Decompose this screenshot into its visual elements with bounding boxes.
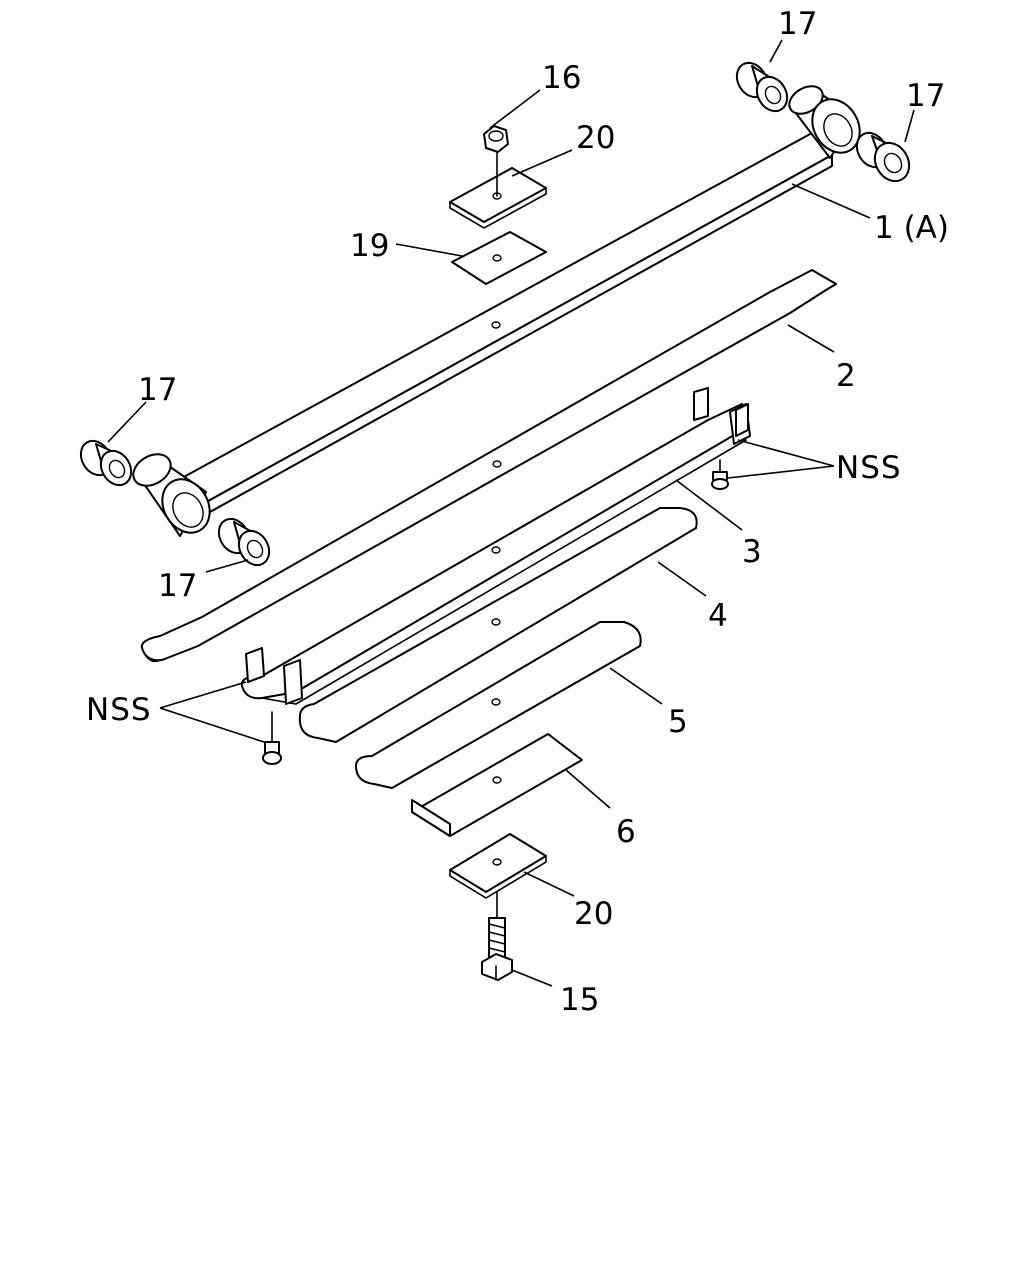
- leaf-part-6[interactable]: [411, 733, 583, 837]
- nut-part-16[interactable]: [483, 125, 509, 197]
- callout-17-top: 17: [778, 6, 817, 42]
- bushing-part-17-left[interactable]: [75, 435, 137, 490]
- clip-bolt-nss-left[interactable]: [262, 711, 282, 765]
- center-bolt-part-15[interactable]: [481, 891, 513, 981]
- leader-lines: [107, 39, 915, 987]
- main-leaf-part-1a[interactable]: [128, 81, 869, 542]
- callout-20-top: 20: [576, 120, 615, 156]
- callout-2: 2: [836, 358, 856, 394]
- second-leaf-part-2[interactable]: [140, 269, 837, 663]
- callout-nss-right: NSS: [836, 450, 902, 486]
- callout-16: 16: [542, 60, 581, 96]
- callout-15: 15: [560, 982, 599, 1018]
- callout-17-left: 17: [138, 372, 177, 408]
- bushing-part-17-top[interactable]: [731, 57, 793, 116]
- bushing-part-17-right[interactable]: [851, 127, 916, 187]
- callout-labels: 16 20 19 17 17 1 (A) 2 17 17 NSS 3 4 NSS…: [86, 6, 949, 1018]
- callout-3: 3: [742, 534, 762, 570]
- plate-part-20-top[interactable]: [449, 167, 547, 229]
- callout-5: 5: [668, 704, 688, 740]
- leaf-part-5[interactable]: [355, 621, 642, 789]
- right-spring-eye: [788, 85, 861, 159]
- left-spring-eye: [132, 453, 211, 537]
- third-leaf-part-3[interactable]: [240, 387, 751, 705]
- clip-bolt-nss-right[interactable]: [711, 459, 729, 490]
- callout-17-right: 17: [906, 78, 945, 114]
- callout-1a: 1 (A): [874, 210, 949, 246]
- bushing-part-17-bottom[interactable]: [213, 513, 275, 570]
- callout-20-bottom: 20: [574, 896, 613, 932]
- callout-19: 19: [350, 228, 389, 264]
- rebound-clip-left: [245, 647, 303, 705]
- callout-6: 6: [616, 814, 636, 850]
- callout-nss-left: NSS: [86, 692, 152, 728]
- rebound-clip-right: [693, 387, 751, 445]
- leaf-part-4[interactable]: [298, 507, 698, 743]
- plate-part-19[interactable]: [451, 231, 547, 285]
- plate-part-20-bottom[interactable]: [449, 833, 547, 899]
- callout-4: 4: [708, 598, 728, 634]
- callout-17-bottom: 17: [158, 568, 197, 604]
